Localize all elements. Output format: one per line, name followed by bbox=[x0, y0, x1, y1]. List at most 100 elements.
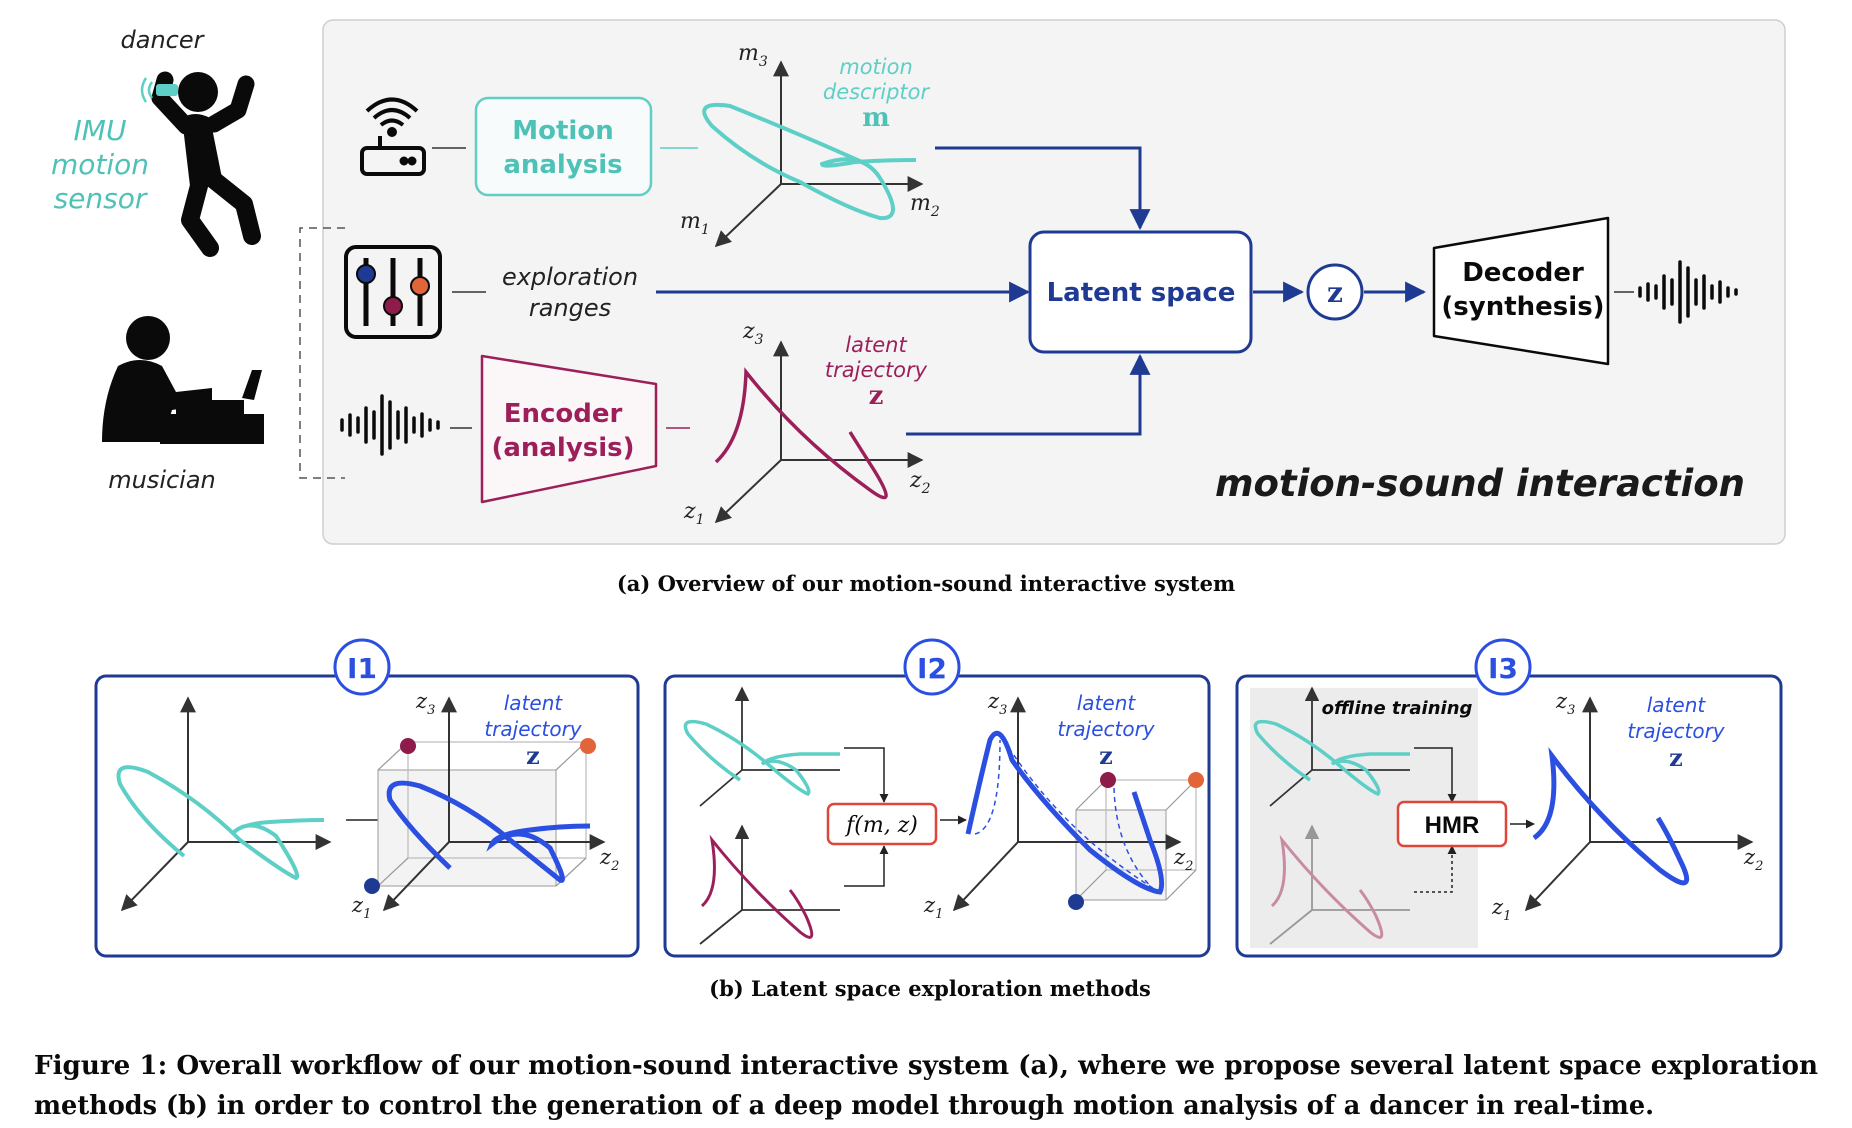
i3-badge bbox=[1474, 638, 1532, 696]
motion-sound-interaction-label: motion-sound interaction bbox=[1215, 462, 1745, 505]
i2-dot-maroon bbox=[1100, 772, 1116, 788]
i1-latent-line2: trajectory bbox=[484, 717, 582, 741]
dashed-bracket bbox=[299, 227, 345, 479]
i2-latent-curve bbox=[965, 730, 1165, 895]
i2-trajectory-arrow bbox=[844, 845, 889, 887]
trajectory-to-latent-arrow bbox=[906, 353, 1151, 436]
i2-dot-navy bbox=[1068, 894, 1084, 910]
i1-dot-orange bbox=[580, 738, 596, 754]
i2-latent-cube bbox=[1075, 779, 1197, 901]
i2-motion-curve bbox=[683, 719, 840, 797]
i2-axis-z3: z3 bbox=[987, 689, 1007, 718]
axis-m3-label: m3 bbox=[738, 41, 768, 70]
i1-axis-z2: z2 bbox=[599, 845, 619, 874]
i1-badge bbox=[333, 638, 391, 696]
i2-dashed-path-1 bbox=[974, 739, 1001, 835]
hmr-box bbox=[1396, 800, 1508, 848]
decoder-line1: Decoder bbox=[1462, 258, 1584, 288]
i1-axis-z3: z3 bbox=[415, 689, 435, 718]
axis-z1-label: z1 bbox=[683, 499, 705, 528]
motion-analysis-box bbox=[474, 96, 653, 197]
i3-motion-arrow bbox=[1414, 747, 1457, 803]
z-node bbox=[1306, 263, 1364, 321]
hmr-label: HMR bbox=[1425, 812, 1480, 839]
motion-descriptor-curve bbox=[702, 103, 917, 221]
f-function-label: f(m, z) bbox=[844, 813, 918, 838]
motion-descriptor-line1: motion bbox=[839, 55, 913, 79]
dancer-label: dancer bbox=[121, 26, 206, 54]
motion-analysis-line1: Motion bbox=[512, 116, 613, 146]
decoder-line2: (synthesis) bbox=[1441, 292, 1604, 322]
panel-a-caption: (a) Overview of our motion-sound interac… bbox=[617, 571, 1235, 596]
imu-label-line3: sensor bbox=[54, 182, 148, 215]
i2-axis-z2: z2 bbox=[1173, 845, 1193, 874]
i1-dot-navy bbox=[364, 878, 380, 894]
latent-trajectory-line2: trajectory bbox=[825, 358, 928, 382]
i3-axis-z3: z3 bbox=[1555, 689, 1575, 718]
dancer-figure-icon bbox=[151, 71, 261, 257]
mixer-icon bbox=[344, 245, 442, 339]
i1-badge-label: I1 bbox=[347, 652, 377, 685]
imu-sensor-icon bbox=[140, 77, 178, 103]
encoder-line1: Encoder bbox=[504, 399, 623, 429]
router-icon bbox=[360, 97, 426, 176]
axis-m1-label: m1 bbox=[680, 209, 710, 238]
imu-label-line2: motion bbox=[51, 148, 149, 181]
i1-latent-symbol: z bbox=[526, 741, 540, 770]
latent-trajectory-axes bbox=[714, 340, 924, 524]
i1-latent-curve bbox=[386, 780, 591, 883]
i3-latent-curve bbox=[1532, 746, 1690, 886]
figure-caption-line1: Figure 1: Overall workflow of our motion… bbox=[34, 1051, 1818, 1081]
imu-label-line1: IMU bbox=[74, 114, 127, 147]
output-waveform-icon bbox=[1638, 260, 1738, 324]
i3-latent-symbol: z bbox=[1669, 743, 1683, 772]
motion-descriptor-line2: descriptor bbox=[823, 80, 931, 104]
i1-latent-line1: latent bbox=[504, 691, 564, 715]
i3-training-axes bbox=[1269, 824, 1410, 945]
i2-dashed-path-3 bbox=[1113, 787, 1153, 889]
i3-training-arrow bbox=[1414, 845, 1457, 893]
i3-latent-line1: latent bbox=[1647, 693, 1707, 717]
i2-motion-arrow bbox=[844, 747, 889, 803]
i1-latent-cube bbox=[377, 741, 587, 887]
i1-motion-curve bbox=[116, 765, 325, 881]
i1-dot-maroon bbox=[400, 738, 416, 754]
i2-dot-orange bbox=[1188, 772, 1204, 788]
i1-motion-axes bbox=[120, 696, 332, 912]
i1-axis-z1: z1 bbox=[351, 893, 371, 922]
motion-to-latent-arrow bbox=[935, 146, 1151, 231]
i3-axis-z1: z1 bbox=[1491, 895, 1511, 924]
exploration-line1: exploration bbox=[502, 263, 638, 291]
latent-space-label: Latent space bbox=[1047, 278, 1236, 308]
latent-space-box bbox=[1028, 230, 1253, 354]
exploration-line2: ranges bbox=[529, 294, 611, 322]
i3-motion-curve bbox=[1253, 719, 1410, 797]
i3-badge-label: I3 bbox=[1488, 652, 1518, 685]
motion-descriptor-symbol: m bbox=[862, 103, 890, 133]
latent-trajectory-line1: latent bbox=[845, 333, 907, 357]
encoder-box bbox=[480, 354, 658, 504]
latent-trajectory-curve bbox=[714, 367, 888, 500]
decoder-box bbox=[1432, 216, 1610, 366]
i2-axis-z1: z1 bbox=[923, 893, 943, 922]
axis-z3-label: z3 bbox=[742, 319, 764, 348]
latent-trajectory-symbol: z bbox=[869, 381, 884, 411]
i2-badge bbox=[903, 638, 961, 696]
i3-latent-line2: trajectory bbox=[1627, 719, 1725, 743]
i3-training-curve bbox=[1270, 834, 1384, 939]
i3-axis-z2: z2 bbox=[1743, 845, 1763, 874]
i2-trajectory-axes bbox=[699, 824, 840, 945]
axis-m2-label: m2 bbox=[910, 191, 940, 220]
offline-training-label: offline training bbox=[1322, 698, 1473, 719]
figure-caption-line2: methods (b) in order to control the gene… bbox=[34, 1091, 1654, 1121]
musician-figure-icon bbox=[102, 316, 264, 444]
motion-analysis-line2: analysis bbox=[503, 150, 622, 180]
z-node-label: z bbox=[1327, 276, 1343, 309]
i2-trajectory-curve bbox=[700, 834, 814, 939]
input-waveform-icon bbox=[340, 394, 440, 456]
f-function-box bbox=[826, 802, 938, 846]
i2-latent-symbol: z bbox=[1099, 741, 1113, 770]
encoder-line2: (analysis) bbox=[491, 433, 634, 463]
axis-z2-label: z2 bbox=[909, 468, 931, 497]
